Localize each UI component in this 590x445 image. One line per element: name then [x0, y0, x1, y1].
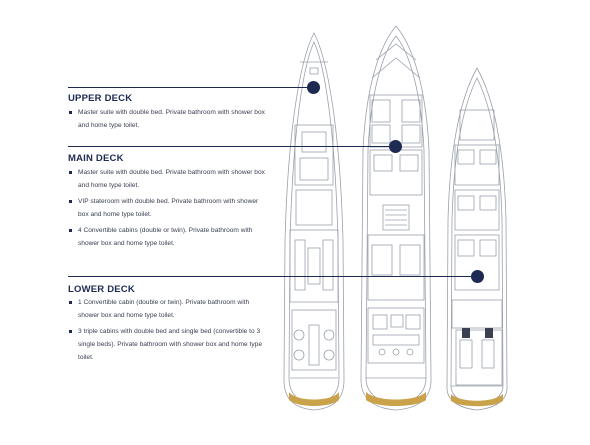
lower-deck-leader-line: [68, 276, 477, 277]
lower-deck-marker: [471, 270, 484, 283]
upper-deck-title: UPPER DECK: [68, 93, 133, 104]
lower-deck-title: LOWER DECK: [68, 284, 135, 295]
main-deck-plan: [360, 25, 432, 411]
list-item: Master suite with double bed. Private ba…: [68, 166, 268, 192]
main-deck-list: Master suite with double bed. Private ba…: [68, 166, 268, 253]
lower-deck-list: 1 Convertible cabin (double or twin). Pr…: [68, 296, 268, 367]
main-deck-marker: [389, 140, 402, 153]
main-deck-title: MAIN DECK: [68, 153, 124, 164]
main-deck-leader-line: [68, 146, 395, 147]
list-item: 4 Convertible cabins (double or twin). P…: [68, 224, 268, 250]
main-deck-teak: [366, 392, 426, 406]
upper-deck-leader-line: [68, 87, 313, 88]
list-item: 3 triple cabins with double bed and sing…: [68, 325, 268, 364]
engine-block-left: [462, 328, 470, 338]
upper-deck-list: Master suite with double bed. Private ba…: [68, 106, 268, 135]
engine-block-right: [485, 328, 493, 338]
list-item: 1 Convertible cabin (double or twin). Pr…: [68, 296, 268, 322]
list-item: Master suite with double bed. Private ba…: [68, 106, 268, 132]
lower-deck-plan: [446, 67, 508, 411]
upper-deck-marker: [307, 81, 320, 94]
list-item: VIP stateroom with double bed. Private b…: [68, 195, 268, 221]
lower-deck-teak: [451, 394, 503, 407]
upper-deck-plan: [283, 32, 345, 411]
upper-deck-teak: [289, 392, 339, 406]
